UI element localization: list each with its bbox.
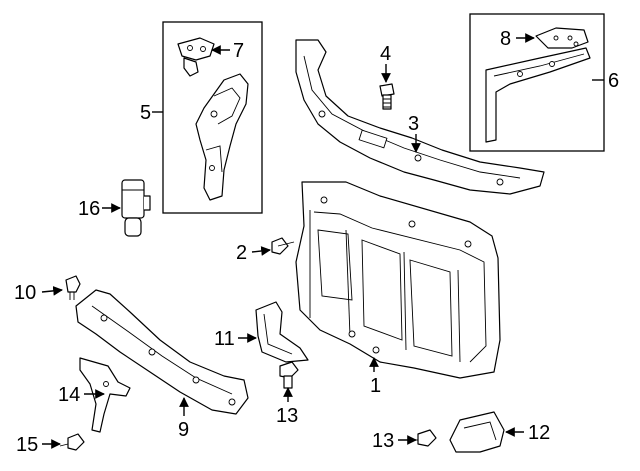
part-11-bracket — [255, 301, 309, 363]
callout-6: 6 — [608, 70, 619, 92]
callout-14: 14 — [58, 384, 80, 406]
part-13-bolt-icon — [279, 361, 299, 389]
callout-13-lower: 13 — [372, 430, 394, 452]
part-10-push-clip-icon — [65, 275, 81, 300]
callout-7: 7 — [233, 40, 244, 62]
part-9-lower-tie-bar — [75, 289, 249, 415]
inset-box-6 — [469, 13, 605, 152]
part-1-radiator-support — [295, 181, 501, 379]
part-7-bracket — [177, 37, 215, 77]
part-14-bracket — [79, 357, 131, 433]
callout-4: 4 — [380, 43, 391, 65]
callout-1: 1 — [370, 375, 381, 397]
callout-15: 15 — [16, 434, 38, 456]
callout-9: 9 — [178, 419, 189, 441]
part-4-bolt-icon — [379, 83, 395, 110]
part-12-bracket — [449, 411, 505, 453]
part-13-lower-bolt-icon — [412, 429, 437, 447]
part-6-side-member — [485, 47, 591, 143]
callout-2: 2 — [236, 242, 247, 264]
callout-16: 16 — [78, 198, 100, 220]
callout-10: 10 — [14, 282, 36, 304]
inset-box-5 — [162, 21, 263, 214]
part-3-upper-tie-bar — [295, 39, 545, 195]
part-2-bolt-icon — [271, 237, 295, 255]
part-5-side-support — [195, 73, 249, 201]
leader-10 — [41, 286, 63, 296]
part-15-bolt-icon — [59, 433, 85, 451]
callout-3: 3 — [408, 113, 419, 135]
part-16-sensor-icon — [121, 179, 151, 237]
callout-8: 8 — [500, 28, 511, 50]
callout-5: 5 — [140, 102, 151, 124]
leader-2 — [251, 246, 271, 256]
callout-13-upper: 13 — [276, 405, 298, 427]
callout-11: 11 — [214, 328, 235, 350]
part-8-bracket — [535, 27, 589, 49]
callout-12: 12 — [528, 422, 550, 444]
